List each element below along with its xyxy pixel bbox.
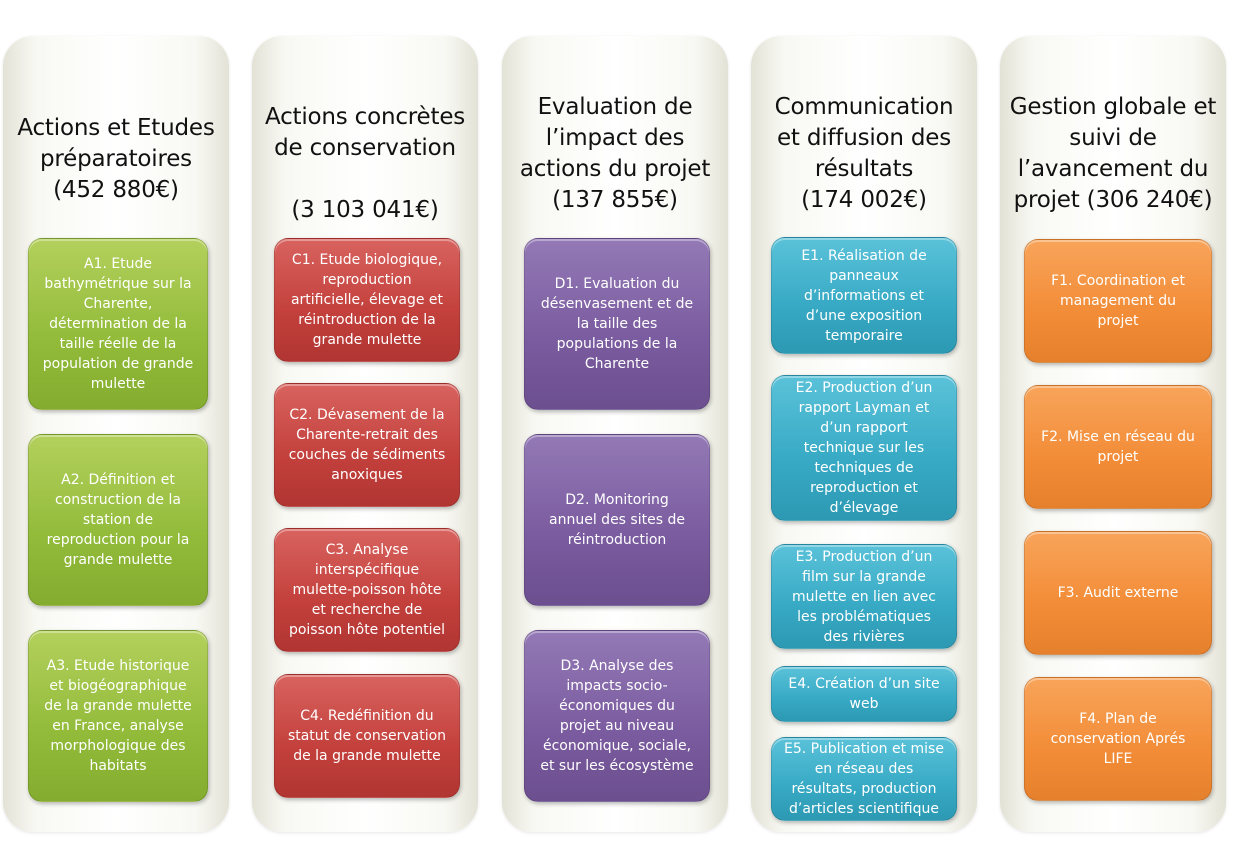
- card-e1: E1. Réalisation de panneaux d’informatio…: [771, 237, 957, 354]
- card-c1: C1. Etude biologique, reproduction artif…: [274, 238, 460, 362]
- column-title: Actions concrètes de conservation (3 103…: [264, 104, 466, 223]
- card-c3: C3. Analyse interspécifique mulette-pois…: [274, 528, 460, 652]
- card-d3: D3. Analyse des impacts socio- économiqu…: [524, 630, 710, 802]
- card-a2: A2. Définition et construction de la sta…: [28, 434, 208, 606]
- card-e5: E5. Publication et mise en réseau des ré…: [771, 737, 957, 821]
- card-c2: C2. Dévasement de la Charente-retrait de…: [274, 383, 460, 507]
- column-title: Gestion globale et suivi de l’avancement…: [1009, 94, 1217, 213]
- column-title: Communication et diffusion des résultats…: [774, 94, 954, 213]
- card-a3: A3. Etude historique et biogéographique …: [28, 630, 208, 802]
- card-d2: D2. Monitoring annuel des sites de réint…: [524, 434, 710, 606]
- column-conservation-actions: Actions concrètes de conservation (3 103…: [252, 36, 478, 832]
- card-a1: A1. Etude bathymétrique sur la Charente,…: [28, 238, 208, 410]
- column-title: Actions et Etudes préparatoires (452 880…: [17, 115, 215, 203]
- card-e4: E4. Création d’un site web: [771, 666, 957, 722]
- column-title: Evaluation de l’impact des actions du pr…: [519, 94, 711, 213]
- card-f2: F2. Mise en réseau du projet: [1024, 385, 1212, 509]
- column-impact-evaluation: Evaluation de l’impact des actions du pr…: [502, 36, 728, 832]
- column-preparatory-actions: Actions et Etudes préparatoires (452 880…: [3, 36, 229, 832]
- card-e3: E3. Production d’un film sur la grande m…: [771, 544, 957, 649]
- card-f3: F3. Audit externe: [1024, 531, 1212, 655]
- column-project-management: Gestion globale et suivi de l’avancement…: [1000, 36, 1226, 832]
- card-e2: E2. Production d’un rapport Layman et d’…: [771, 375, 957, 521]
- card-d1: D1. Evaluation du désenvasement et de la…: [524, 238, 710, 410]
- card-f1: F1. Coordination et management du projet: [1024, 239, 1212, 363]
- card-f4: F4. Plan de conservation Aprés LIFE: [1024, 677, 1212, 801]
- card-c4: C4. Redéfinition du statut de conservati…: [274, 674, 460, 798]
- column-communication: Communication et diffusion des résultats…: [751, 36, 977, 832]
